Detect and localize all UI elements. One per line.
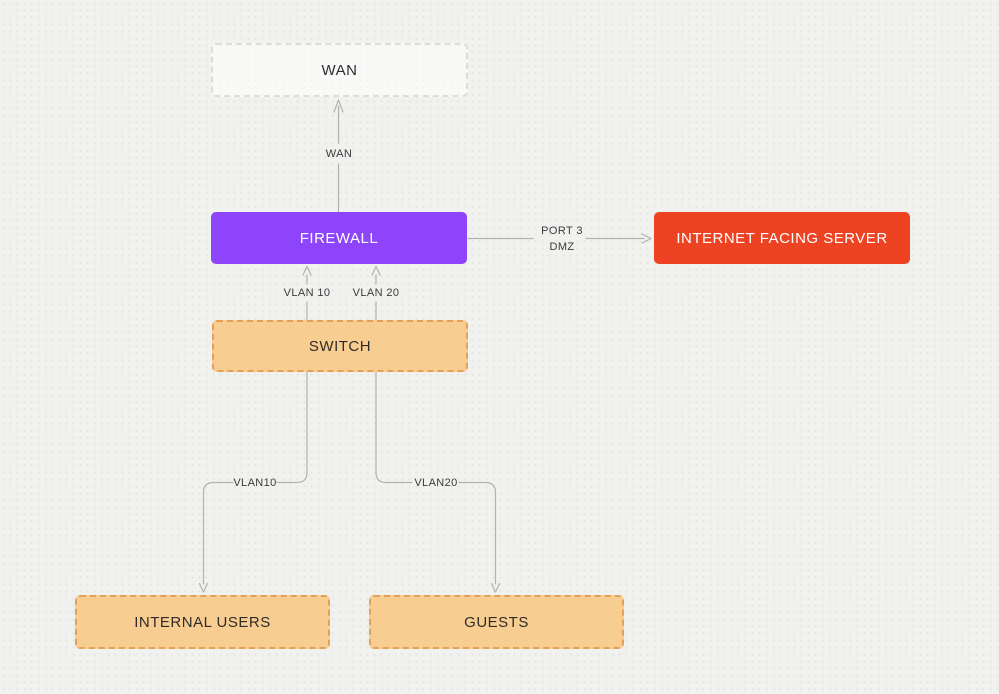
arrowhead-up-icon bbox=[302, 265, 312, 276]
node-firewall[interactable]: FIREWALL bbox=[211, 212, 467, 264]
edge-line bbox=[375, 371, 497, 585]
arrowhead-down-icon bbox=[198, 582, 209, 593]
edge-switch-to-internal-users[interactable] bbox=[198, 371, 308, 593]
edge-switch-to-firewall-vlan10[interactable] bbox=[302, 265, 312, 321]
edge-label-port3-line2: DMZ bbox=[549, 241, 575, 253]
node-internet-facing-server-label: INTERNET FACING SERVER bbox=[676, 229, 888, 247]
edge-label-port3-line1: PORT 3 bbox=[541, 225, 583, 237]
node-internet-facing-server[interactable]: INTERNET FACING SERVER bbox=[654, 212, 910, 264]
edge-label-port3-dmz[interactable]: PORT 3 DMZ bbox=[541, 223, 583, 255]
node-switch[interactable]: SWITCH bbox=[212, 320, 468, 372]
edge-label-vlan10-downlink[interactable]: VLAN10 bbox=[233, 477, 277, 489]
arrowhead-up-icon bbox=[333, 99, 344, 113]
edge-label-vlan10-uplink[interactable]: VLAN 10 bbox=[283, 287, 331, 299]
edge-firewall-to-wan[interactable] bbox=[333, 99, 344, 213]
arrowhead-down-icon bbox=[490, 582, 501, 593]
edge-label-vlan20-downlink[interactable]: VLAN20 bbox=[414, 477, 458, 489]
node-internal-users-label: INTERNAL USERS bbox=[134, 613, 271, 631]
edge-label-vlan20-uplink[interactable]: VLAN 20 bbox=[352, 287, 400, 299]
arrowhead-up-icon bbox=[371, 265, 381, 276]
edge-line bbox=[202, 371, 308, 585]
edge-switch-to-guests[interactable] bbox=[375, 371, 501, 593]
edge-switch-to-firewall-vlan20[interactable] bbox=[371, 265, 381, 321]
node-guests[interactable]: GUESTS bbox=[369, 595, 624, 649]
node-internal-users[interactable]: INTERNAL USERS bbox=[75, 595, 330, 649]
edge-firewall-to-server[interactable] bbox=[467, 233, 652, 244]
edge-label-wan[interactable]: WAN bbox=[325, 148, 353, 160]
node-switch-label: SWITCH bbox=[308, 337, 372, 355]
node-wan[interactable]: WAN bbox=[211, 43, 468, 97]
node-wan-label: WAN bbox=[321, 61, 358, 79]
node-guests-label: GUESTS bbox=[464, 613, 529, 631]
arrowhead-right-icon bbox=[641, 233, 652, 244]
node-firewall-label: FIREWALL bbox=[299, 229, 379, 247]
